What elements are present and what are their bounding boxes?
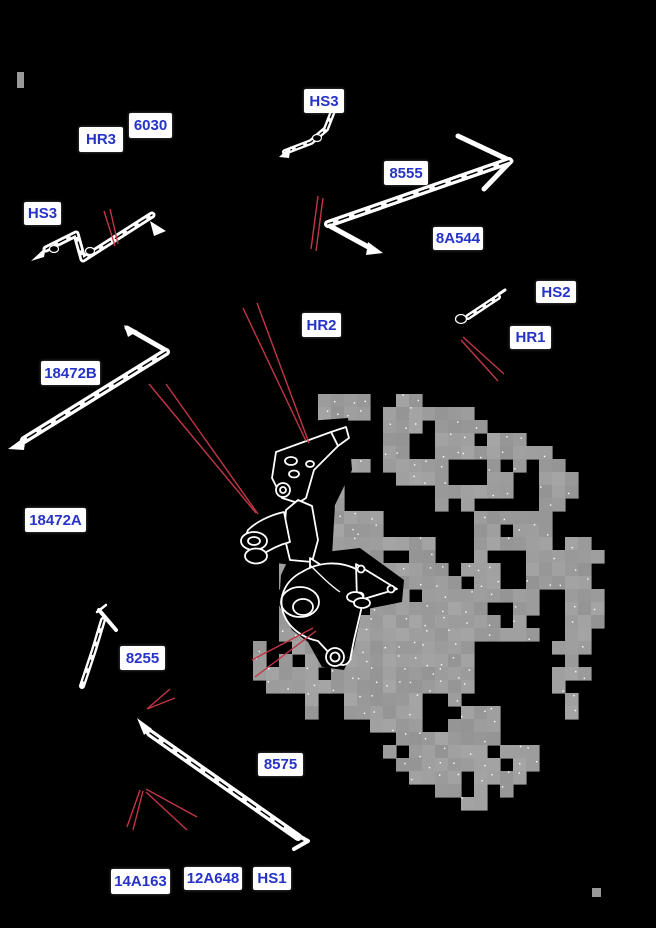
part-label-hs2[interactable]: HS2 [536,281,576,303]
hose-upper-left [31,211,166,263]
hose-8255 [79,603,118,689]
part-label-hr3[interactable]: HR3 [79,127,123,152]
part-label-hs3-left[interactable]: HS3 [24,202,61,225]
part-label-8555[interactable]: 8555 [384,161,428,185]
gray-artifact [592,888,601,897]
leader-14a163 [126,789,144,831]
part-label-hs1[interactable]: HS1 [253,867,291,890]
part-label-18472b[interactable]: 18472B [41,361,100,385]
leader-hr2 [242,302,310,444]
leader-hr1 [460,336,505,382]
part-label-6030[interactable]: 6030 [129,113,172,138]
part-label-hs3-top[interactable]: HS3 [304,89,344,113]
leader-hs3-top [310,195,324,252]
thermostat-housing-illustration [240,426,398,667]
leader-8255 [146,688,176,710]
part-label-hr2[interactable]: HR2 [302,313,341,337]
leader-hr3 [103,208,119,247]
leader-12a648 [145,788,198,831]
hose-18472b [8,325,170,450]
leader-housing [251,627,317,678]
part-label-8255[interactable]: 8255 [120,646,165,670]
part-label-hr1[interactable]: HR1 [510,326,551,349]
leader-lines [103,195,505,831]
part-label-12a648[interactable]: 12A648 [184,867,242,890]
part-label-14a163[interactable]: 14A163 [111,869,170,894]
gray-artifact [17,72,24,88]
part-label-8575[interactable]: 8575 [258,753,303,776]
hose-hs3-top [279,108,336,158]
hose-illustrations [8,108,514,851]
leader-18472a [148,383,259,515]
hose-8575 [130,718,310,851]
clamp-hs2 [454,288,507,325]
part-label-8a544[interactable]: 8A544 [433,227,483,250]
hose-8555 [324,133,514,255]
part-label-18472a[interactable]: 18472A [25,508,86,532]
